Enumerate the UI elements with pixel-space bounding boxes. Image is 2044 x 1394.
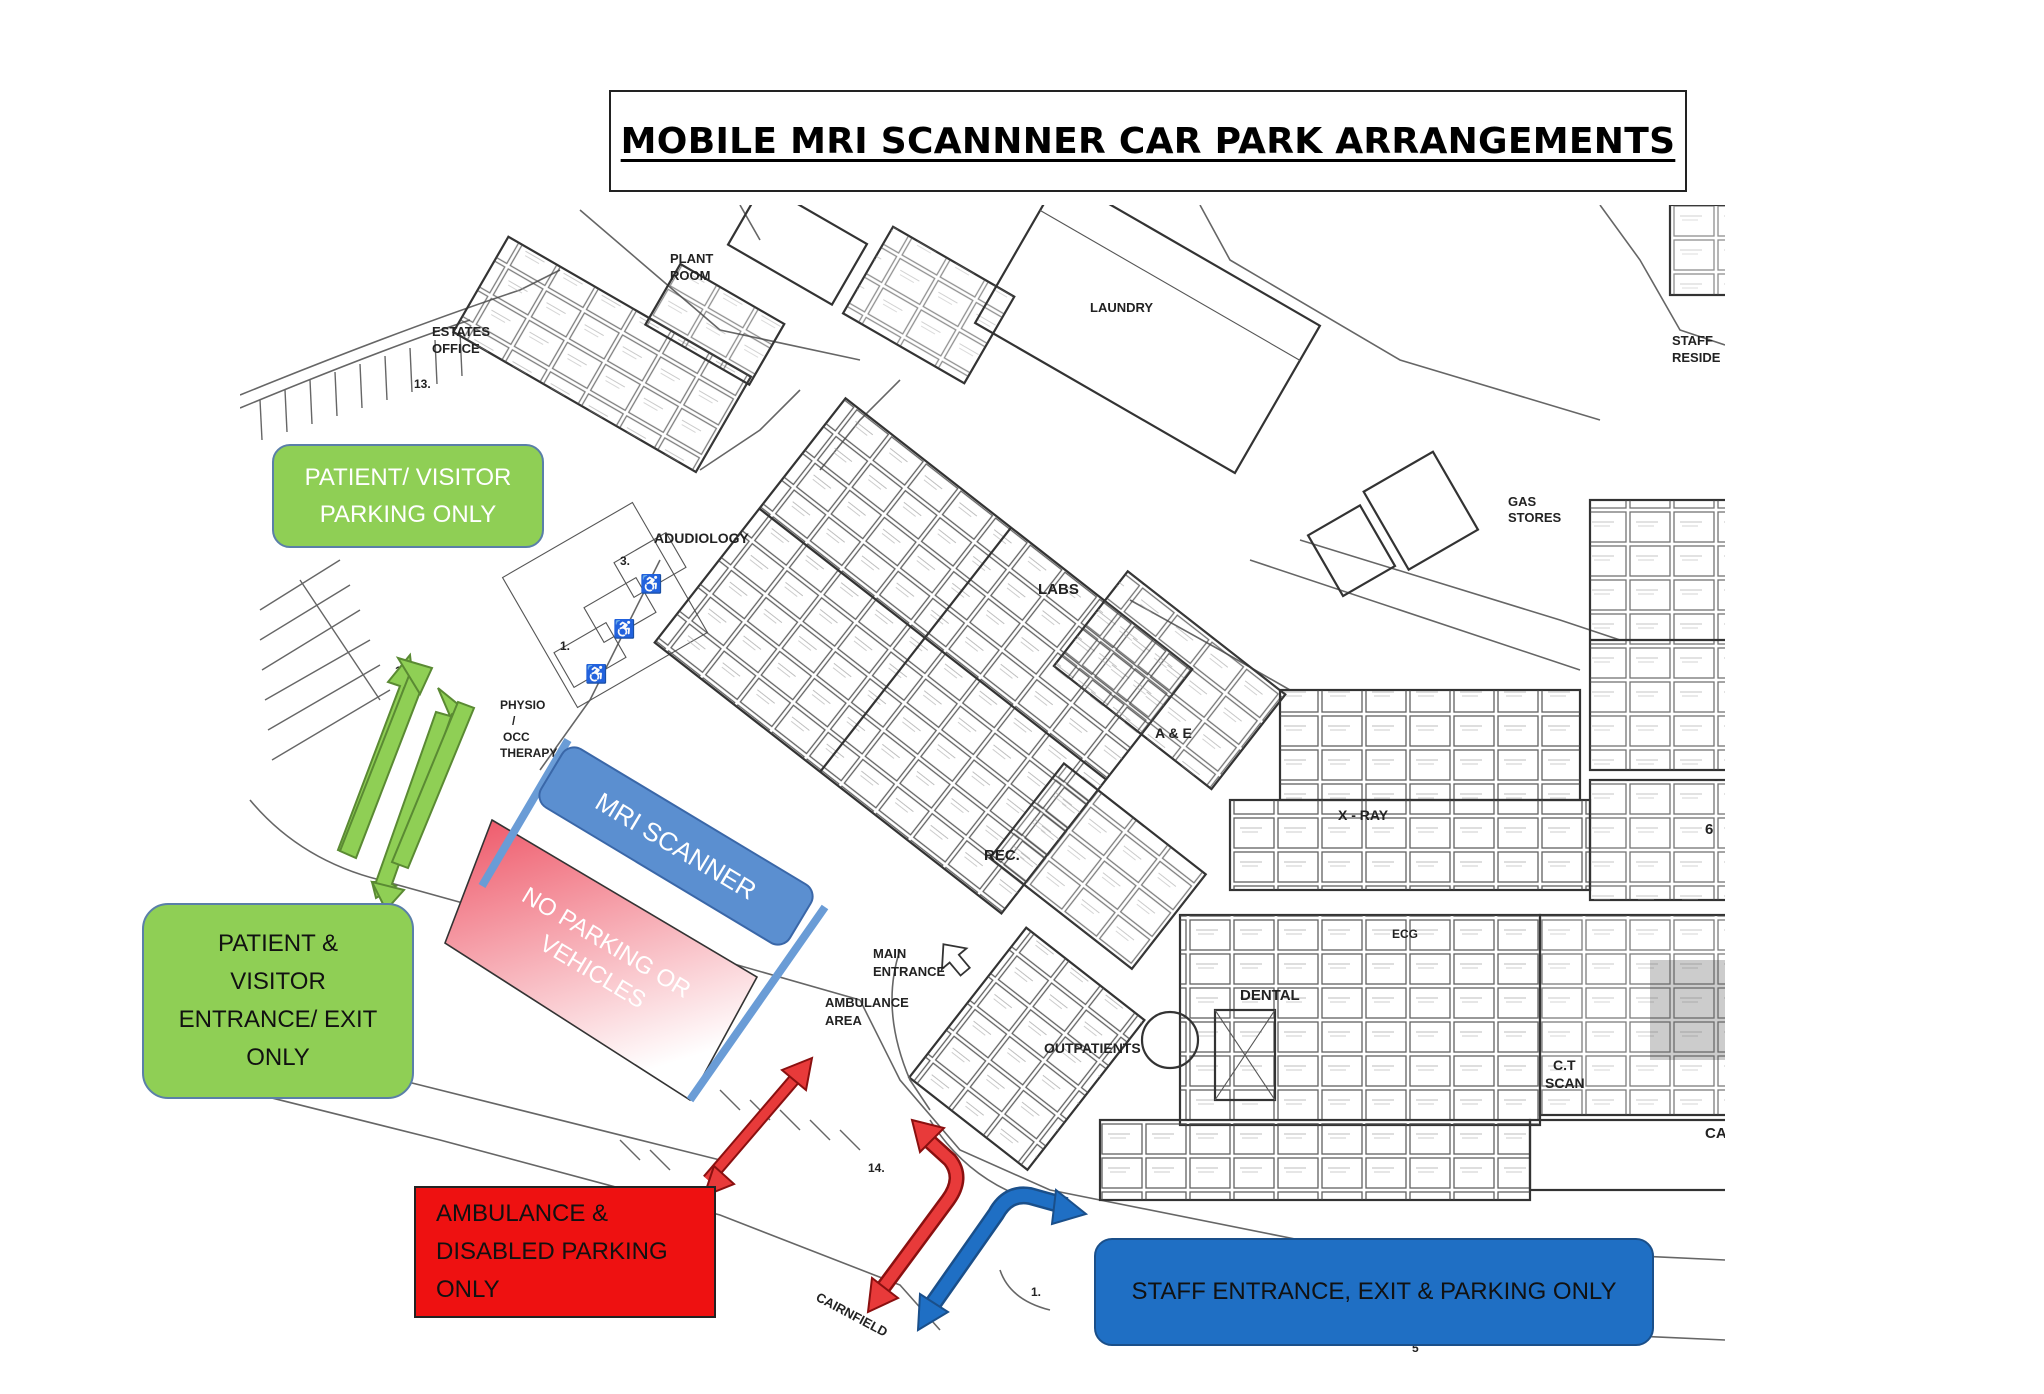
- title-box: MOBILE MRI SCANNNER CAR PARK ARRANGEMENT…: [609, 90, 1687, 192]
- bay-number: 13.: [414, 377, 431, 391]
- curved-arrow-red-icon: [866, 1118, 965, 1314]
- svg-text:ROOM: ROOM: [670, 268, 710, 283]
- label-staff-residence: STAFF: [1672, 333, 1713, 348]
- label-physio: PHYSIO: [500, 698, 545, 712]
- base-plan: ♿ ♿ ♿: [240, 205, 1727, 1355]
- label-ambulance-area: AMBULANCE: [825, 995, 909, 1010]
- bay-number: 3.: [620, 554, 630, 568]
- ambulance-disabled-label: AMBULANCE & DISABLED PARKING ONLY: [436, 1200, 668, 1303]
- label-a-and-e: A & E: [1155, 725, 1192, 741]
- patient-visitor-parking-label: PATIENT/ VISITOR PARKING ONLY: [304, 464, 512, 528]
- patient-visitor-entrance-label: PATIENT & VISITOR ENTRANCE/ EXIT ONLY: [178, 930, 378, 1071]
- staff-entrance-callout: STAFF ENTRANCE, EXIT & PARKING ONLY: [1094, 1238, 1654, 1346]
- label-labs: LABS: [1038, 581, 1079, 598]
- label-gas-stores: GAS: [1508, 494, 1537, 509]
- label-rec: REC.: [984, 847, 1020, 864]
- patient-visitor-parking-callout: PATIENT/ VISITOR PARKING ONLY: [272, 444, 544, 548]
- curved-arrow-blue-icon: [916, 1186, 1089, 1332]
- label-ca: CA: [1705, 1125, 1727, 1142]
- svg-text:OFFICE: OFFICE: [432, 341, 480, 356]
- bay-number: 1.: [560, 639, 570, 653]
- bay-number: 5: [1412, 1341, 1419, 1355]
- label-ecg: ECG: [1392, 927, 1418, 941]
- double-arrow-red-icon: [702, 1056, 814, 1198]
- wheelchair-icon: ♿: [585, 663, 607, 684]
- svg-text:OCC: OCC: [503, 730, 530, 744]
- label-outpatients: OUTPATIENTS: [1044, 1040, 1141, 1056]
- page-title: MOBILE MRI SCANNNER CAR PARK ARRANGEMENT…: [620, 120, 1676, 162]
- wheelchair-icon: ♿: [613, 618, 635, 639]
- double-arrow-green-icon: [336, 652, 476, 912]
- ambulance-disabled-callout: AMBULANCE & DISABLED PARKING ONLY: [414, 1186, 716, 1318]
- label-laundry: LAUNDRY: [1090, 300, 1153, 315]
- svg-text:AREA: AREA: [825, 1013, 862, 1028]
- svg-text:SCAN: SCAN: [1545, 1075, 1585, 1091]
- bay-number: 1.: [1031, 1285, 1041, 1299]
- staff-entrance-label: STAFF ENTRANCE, EXIT & PARKING ONLY: [1131, 1278, 1617, 1305]
- barrier-line: [478, 737, 572, 889]
- label-six: 6: [1705, 821, 1713, 838]
- barrier-line: [686, 904, 829, 1103]
- svg-text:STORES: STORES: [1508, 510, 1562, 525]
- label-plant-room: PLANT: [670, 251, 713, 266]
- label-main-entrance: MAIN: [873, 946, 906, 961]
- svg-text:/: /: [512, 714, 516, 728]
- wheelchair-icon: ♿: [640, 573, 662, 594]
- label-xray: X - RAY: [1338, 807, 1389, 823]
- label-ct-scan: C.T: [1553, 1057, 1576, 1073]
- patient-visitor-entrance-callout: PATIENT & VISITOR ENTRANCE/ EXIT ONLY: [142, 903, 414, 1099]
- svg-text:THERAPY: THERAPY: [500, 746, 557, 760]
- bay-number: 14.: [868, 1161, 885, 1175]
- label-estates-office: ESTATES: [432, 324, 490, 339]
- svg-text:RESIDE: RESIDE: [1672, 350, 1721, 365]
- entrance-arrow-icon: [940, 943, 972, 977]
- svg-text:ENTRANCE: ENTRANCE: [873, 964, 946, 979]
- label-audiology: ADUDIOLOGY: [654, 530, 750, 546]
- label-dental: DENTAL: [1240, 987, 1300, 1004]
